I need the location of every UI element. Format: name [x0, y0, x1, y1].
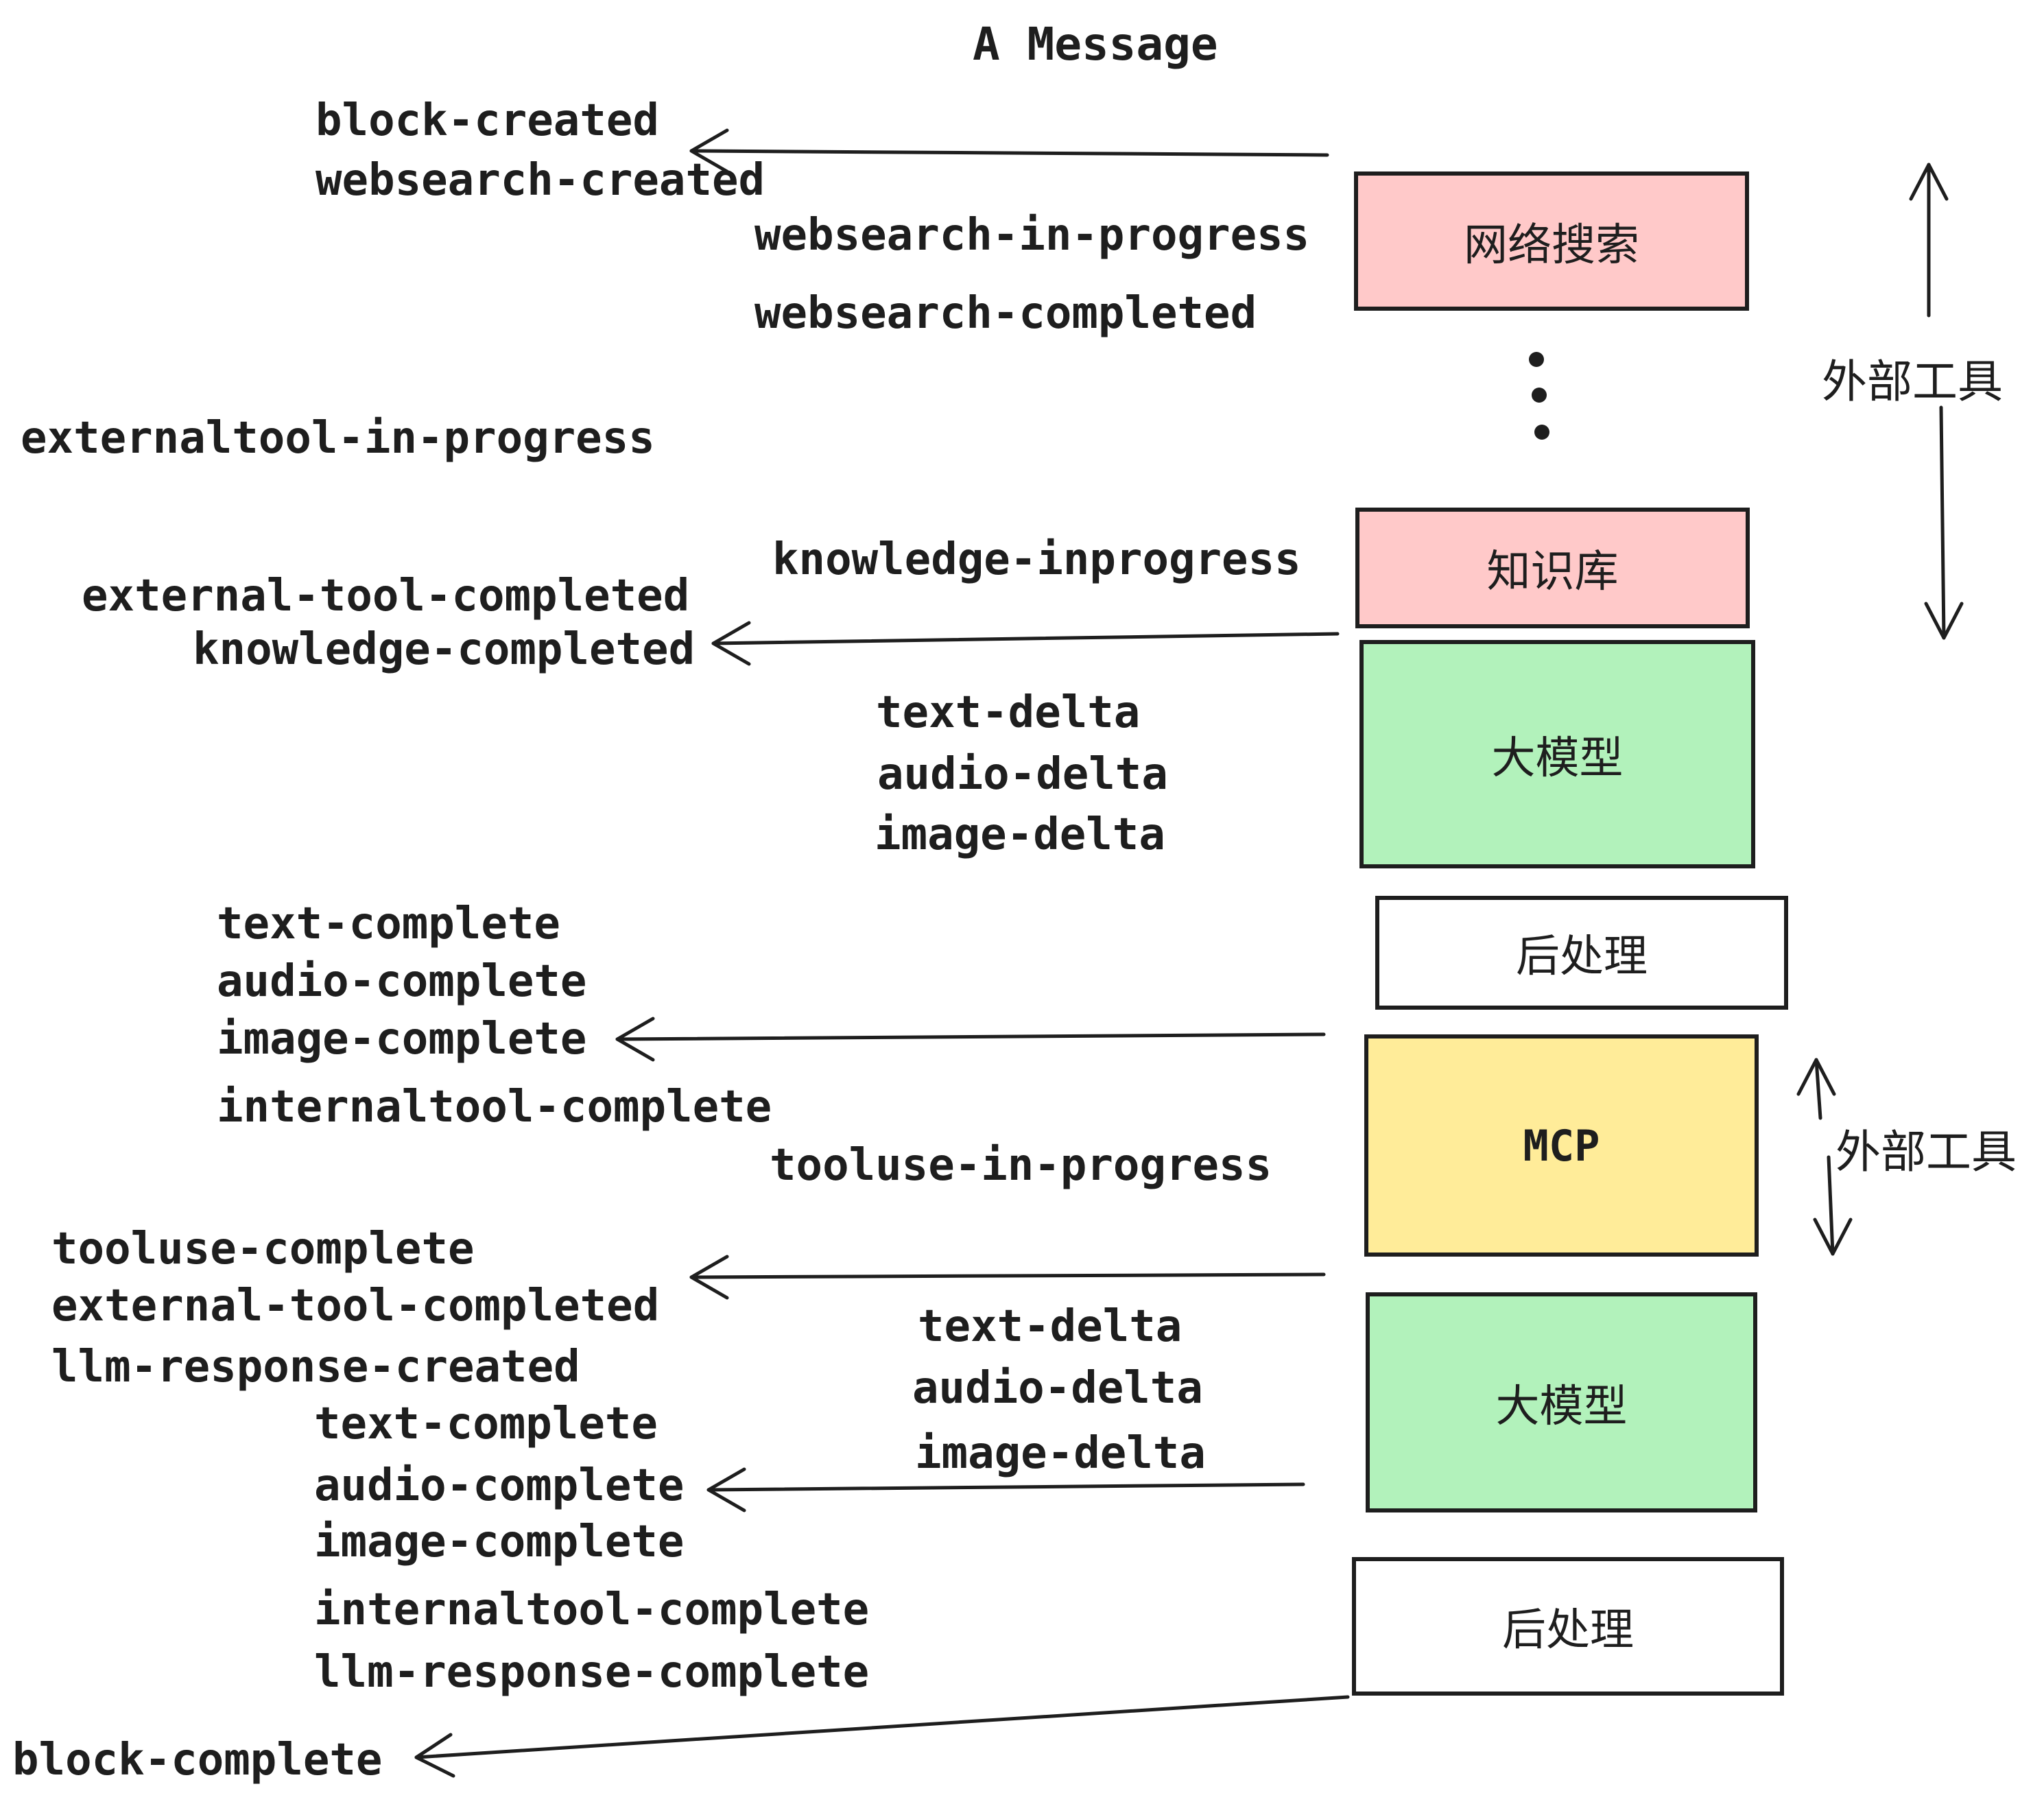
page-title: A Message: [973, 18, 1218, 71]
ellipsis-dots-icon: [1529, 352, 1549, 440]
box-post-2: 后处理: [1352, 1557, 1784, 1696]
box-knowledge: 知识库: [1355, 508, 1750, 628]
event-label-text-delta-2: text-delta: [918, 1301, 1183, 1352]
arrow-internal-complete: [615, 1017, 1326, 1062]
event-label-tooluse-in-progress: tooluse-in-progress: [770, 1140, 1272, 1191]
event-label-audio-complete-1: audio-complete: [217, 956, 587, 1007]
event-label-image-complete-1: image-complete: [217, 1014, 587, 1065]
event-label-audio-complete-2: audio-complete: [314, 1460, 685, 1511]
box-llm-1: 大模型: [1359, 640, 1755, 868]
event-label-image-delta-1: image-delta: [875, 809, 1165, 860]
event-label-internaltool-complete-2: internaltool-complete: [314, 1585, 870, 1635]
label-external-tools-mid: 外部工具: [1835, 1126, 2017, 1178]
event-label-image-delta-2: image-delta: [915, 1428, 1206, 1479]
event-label-websearch-in-progress: websearch-in-progress: [754, 210, 1310, 261]
event-label-externaltool-in-progress: externaltool-in-progress: [21, 413, 655, 464]
box-post-1: 后处理: [1375, 896, 1788, 1010]
event-label-external-tool-completed-1: external-tool-completed: [82, 571, 690, 621]
arrow-tooluse-complete: [689, 1255, 1326, 1300]
event-label-websearch-completed: websearch-completed: [754, 288, 1257, 339]
event-label-knowledge-completed: knowledge-completed: [193, 624, 696, 675]
label-external-tools-top: 外部工具: [1822, 355, 2003, 408]
event-label-audio-delta-2: audio-delta: [912, 1363, 1203, 1414]
event-label-image-complete-2: image-complete: [314, 1517, 685, 1567]
event-label-websearch-created: websearch-created: [316, 155, 765, 206]
box-websearch: 网络搜索: [1354, 171, 1749, 311]
event-label-audio-delta-1: audio-delta: [877, 749, 1168, 800]
arrow-block-complete: [414, 1695, 1350, 1778]
event-label-external-tool-completed-2: external-tool-completed: [51, 1281, 660, 1331]
event-label-block-complete: block-complete: [12, 1735, 383, 1785]
event-label-knowledge-inprogress: knowledge-inprogress: [772, 534, 1301, 585]
arrow-knowledge-completed: [711, 621, 1340, 666]
event-label-tooluse-complete: tooluse-complete: [51, 1224, 475, 1274]
event-label-llm-response-complete: llm-response-complete: [314, 1647, 870, 1698]
arrow-websearch-created: [689, 128, 1329, 174]
box-llm-2: 大模型: [1366, 1292, 1757, 1512]
arrow-external-tools-top-down: [1924, 405, 1964, 640]
arrow-external-tools-mid-up: [1796, 1058, 1836, 1120]
event-label-internaltool-complete-1: internaltool-complete: [217, 1082, 772, 1132]
event-label-llm-response-created: llm-response-created: [51, 1342, 580, 1392]
event-label-text-complete-1: text-complete: [217, 899, 560, 949]
event-label-text-complete-2: text-complete: [314, 1399, 658, 1449]
arrow-external-tools-top-up: [1909, 163, 1949, 318]
box-mcp: MCP: [1364, 1034, 1759, 1257]
event-label-block-created: block-created: [316, 95, 659, 146]
event-label-text-delta-1: text-delta: [876, 687, 1141, 738]
